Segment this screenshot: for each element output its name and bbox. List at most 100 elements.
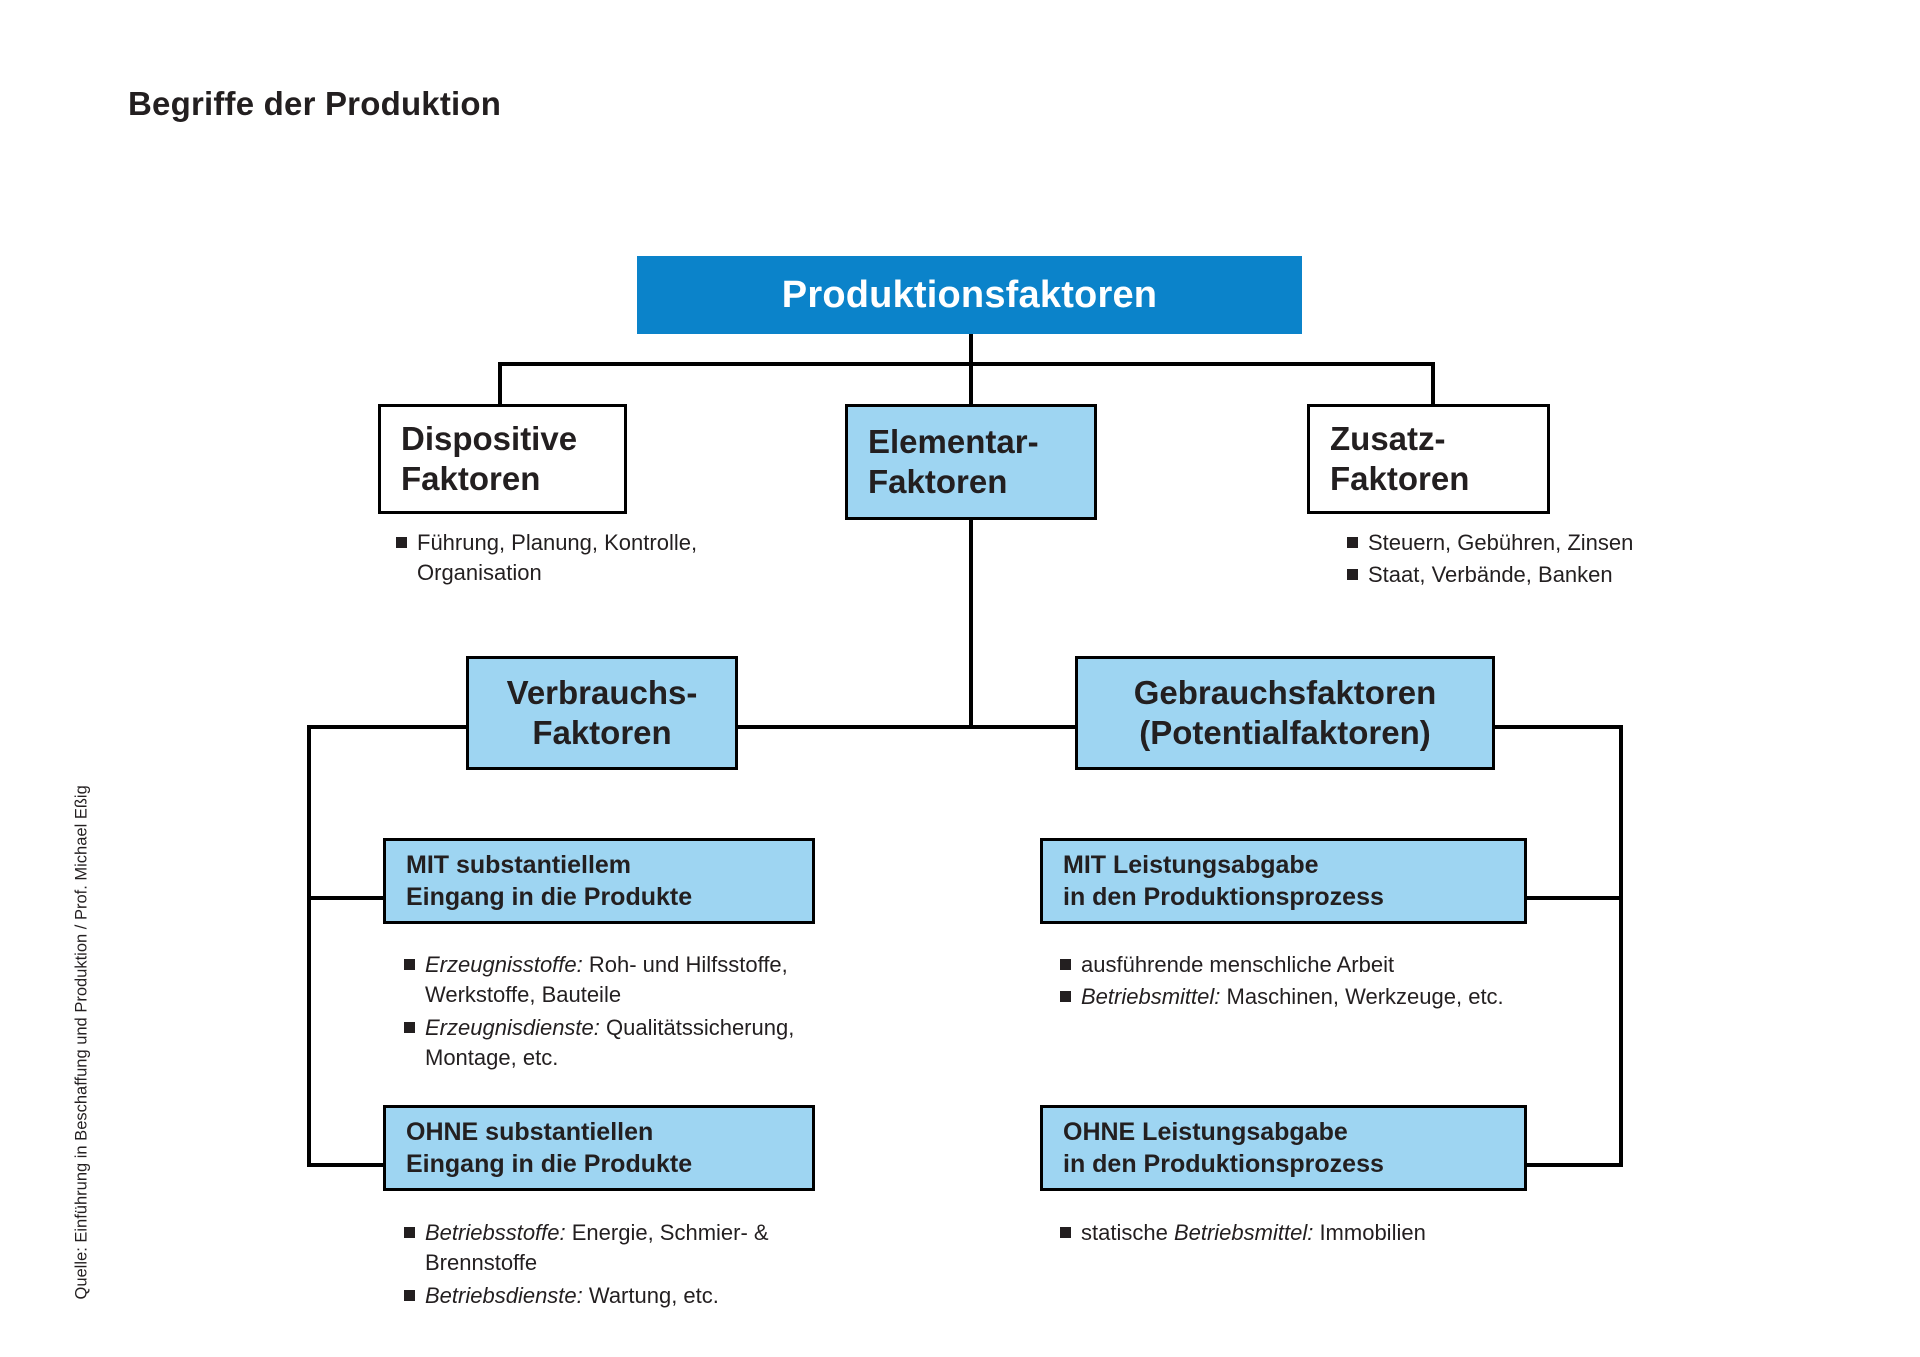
- bullet-text: Staat, Verbände, Banken: [1368, 560, 1707, 590]
- square-bullet-icon: [1060, 1227, 1071, 1238]
- connector-right-to-ohne: [1527, 1163, 1623, 1167]
- bullet-item: Erzeugnisdienste: Qualitätssicherung, Mo…: [404, 1013, 859, 1074]
- node-label-line1: OHNE Leistungsabgabe: [1063, 1118, 1348, 1146]
- node-mit-leistungsabgabe[interactable]: MIT Leistungsabgabe in den Produktionspr…: [1040, 838, 1527, 924]
- node-verbrauchs-faktoren[interactable]: Verbrauchs- Faktoren: [466, 656, 738, 770]
- bullet-term: Betriebsmittel:: [1081, 984, 1221, 1010]
- node-label-line1: Verbrauchs-: [506, 674, 698, 712]
- connector-right-rail: [1619, 725, 1623, 1167]
- node-label-line1: Gebrauchsfaktoren: [1133, 674, 1437, 712]
- node-label-line2: Eingang in die Produkte: [406, 1150, 693, 1178]
- connector-drop-dispositive: [498, 362, 502, 406]
- node-ohne-leistungsabgabe[interactable]: OHNE Leistungsabgabe in den Produktionsp…: [1040, 1105, 1527, 1191]
- node-dispositive-faktoren[interactable]: Dispositive Faktoren: [378, 404, 627, 514]
- node-label-line1: Elementar-: [868, 423, 1039, 461]
- connector-lower-bus-mid-left: [738, 725, 971, 729]
- node-elementar-faktoren[interactable]: Elementar- Faktoren: [845, 404, 1097, 520]
- bullet-text: Betriebsstoffe: Energie, Schmier- & Bren…: [425, 1218, 829, 1279]
- bullet-rest: Maschinen, Werkzeuge, etc.: [1220, 984, 1504, 1010]
- bullet-text: ausführende menschliche Arbeit: [1081, 950, 1570, 980]
- square-bullet-icon: [1060, 959, 1071, 970]
- bullet-rest: Qualitätssicherung, Montage, etc.: [425, 1014, 795, 1071]
- node-gebrauchsfaktoren[interactable]: Gebrauchsfaktoren (Potentialfaktoren): [1075, 656, 1495, 770]
- node-label-line2: Faktoren: [532, 714, 672, 751]
- bullet-item: Betriebsstoffe: Energie, Schmier- & Bren…: [404, 1218, 829, 1279]
- connector-left-to-mit: [307, 896, 383, 900]
- square-bullet-icon: [404, 1021, 415, 1033]
- node-label-line1: Dispositive: [401, 420, 578, 458]
- bullet-item: Führung, Planung, Kontrolle, Organisatio…: [396, 528, 726, 589]
- bullet-term: Betriebsmittel:: [1173, 1220, 1314, 1245]
- bullet-text: Erzeugnisdienste: Qualitätssicherung, Mo…: [425, 1013, 859, 1074]
- bullet-item: ausführende menschliche Arbeit: [1060, 950, 1570, 980]
- node-zusatz-faktoren[interactable]: Zusatz- Faktoren: [1307, 404, 1550, 514]
- node-label-line2: in den Produktionsprozess: [1063, 1150, 1384, 1178]
- connector-right-to-mit: [1527, 896, 1623, 900]
- bullet-text: Betriebsmittel: Maschinen, Werkzeuge, et…: [1081, 982, 1570, 1012]
- bullet-term: Erzeugnisdienste:: [425, 1014, 600, 1040]
- node-label-line2: (Potentialfaktoren): [1139, 714, 1431, 751]
- node-label-line1: Zusatz-: [1330, 420, 1446, 458]
- square-bullet-icon: [404, 1289, 415, 1301]
- node-mit-substantiellem-eingang[interactable]: MIT substantiellem Eingang in die Produk…: [383, 838, 815, 924]
- connector-left-to-ohne: [307, 1163, 383, 1167]
- bullet-text: Führung, Planung, Kontrolle, Organisatio…: [417, 528, 726, 589]
- connector-lower-bus-left: [307, 725, 467, 729]
- connector-level2-bus: [498, 362, 1435, 366]
- bullet-item: Betriebsmittel: Maschinen, Werkzeuge, et…: [1060, 982, 1570, 1012]
- bullet-item: Steuern, Gebühren, Zinsen: [1347, 528, 1707, 558]
- connector-drop-zusatz: [1431, 362, 1435, 406]
- connector-lower-bus-mid-right: [969, 725, 1075, 729]
- connector-lower-bus-right: [1495, 725, 1623, 729]
- bullet-item: Erzeugnisstoffe: Roh- und Hilfsstoffe, W…: [404, 950, 859, 1011]
- bullets-ohne-substantiell: Betriebsstoffe: Energie, Schmier- & Bren…: [404, 1218, 829, 1313]
- bullet-term: Betriebsdienste:: [425, 1282, 583, 1308]
- node-produktionsfaktoren[interactable]: Produktionsfaktoren: [637, 256, 1302, 334]
- bullets-ohne-leistung: statische Betriebsmittel: Immobilien: [1060, 1218, 1570, 1250]
- node-label-line2: Faktoren: [1330, 460, 1470, 497]
- square-bullet-icon: [1347, 537, 1358, 548]
- square-bullet-icon: [1347, 569, 1358, 581]
- bullets-mit-substantiell: Erzeugnisstoffe: Roh- und Hilfsstoffe, W…: [404, 950, 859, 1075]
- square-bullet-icon: [396, 537, 407, 548]
- node-label-line2: Faktoren: [868, 463, 1008, 500]
- bullet-item: Betriebsdienste: Wartung, etc.: [404, 1281, 829, 1311]
- square-bullet-icon: [1060, 991, 1071, 1003]
- connector-root-stub: [969, 334, 973, 364]
- node-ohne-substantiellen-eingang[interactable]: OHNE substantiellen Eingang in die Produ…: [383, 1105, 815, 1191]
- square-bullet-icon: [404, 1227, 415, 1238]
- node-label: Produktionsfaktoren: [781, 273, 1158, 316]
- bullet-term: Erzeugnisstoffe:: [425, 952, 583, 977]
- bullet-rest: Roh- und Hilfsstoffe, Werkstoffe, Bautei…: [425, 952, 788, 1008]
- bullet-rest: Wartung, etc.: [582, 1282, 719, 1308]
- connector-drop-elementar: [969, 362, 973, 406]
- bullets-dispositive: Führung, Planung, Kontrolle, Organisatio…: [396, 528, 726, 591]
- node-label-line2: Faktoren: [401, 460, 541, 497]
- page-title: Begriffe der Produktion: [128, 85, 502, 122]
- bullet-text: Betriebsdienste: Wartung, etc.: [425, 1281, 829, 1311]
- bullet-term: Betriebsstoffe:: [425, 1220, 566, 1245]
- bullet-text: Steuern, Gebühren, Zinsen: [1368, 528, 1707, 558]
- bullet-item: Staat, Verbände, Banken: [1347, 560, 1707, 590]
- bullet-rest: Immobilien: [1313, 1220, 1426, 1245]
- connector-left-rail: [307, 725, 311, 1167]
- bullet-text: statische Betriebsmittel: Immobilien: [1081, 1218, 1570, 1248]
- bullet-text: Erzeugnisstoffe: Roh- und Hilfsstoffe, W…: [425, 950, 859, 1011]
- bullet-rest: Steuern, Gebühren, Zinsen: [1368, 530, 1634, 555]
- node-label-line1: OHNE substantiellen: [406, 1118, 654, 1146]
- node-label-line2: in den Produktionsprozess: [1063, 883, 1384, 911]
- bullet-rest: ausführende menschliche Arbeit: [1081, 952, 1395, 977]
- bullet-rest: Führung, Planung, Kontrolle, Organisatio…: [417, 530, 698, 586]
- bullet-item: statische Betriebsmittel: Immobilien: [1060, 1218, 1570, 1248]
- node-label-line2: Eingang in die Produkte: [406, 883, 693, 911]
- bullet-rest: Energie, Schmier- & Brennstoffe: [425, 1220, 769, 1276]
- source-credit: Quelle: Einführung in Beschaffung und Pr…: [72, 785, 91, 1300]
- node-label-line1: MIT Leistungsabgabe: [1063, 851, 1319, 879]
- connector-elementar-down: [969, 520, 973, 727]
- node-label-line1: MIT substantiellem: [406, 851, 632, 879]
- square-bullet-icon: [404, 959, 415, 970]
- bullet-rest: Staat, Verbände, Banken: [1368, 562, 1613, 588]
